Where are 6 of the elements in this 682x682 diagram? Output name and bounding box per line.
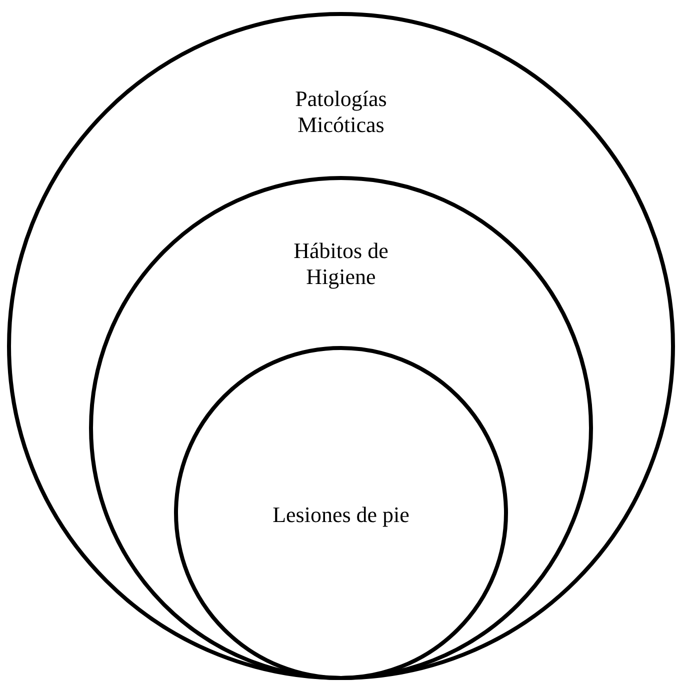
circle-label: Patologías Micóticas: [294, 86, 388, 138]
circle-label: Hábitos de Higiene: [292, 238, 390, 290]
circle-label: Lesiones de pie: [272, 502, 410, 528]
circle: [174, 346, 508, 680]
circle: [89, 176, 593, 680]
circle: [7, 12, 675, 680]
